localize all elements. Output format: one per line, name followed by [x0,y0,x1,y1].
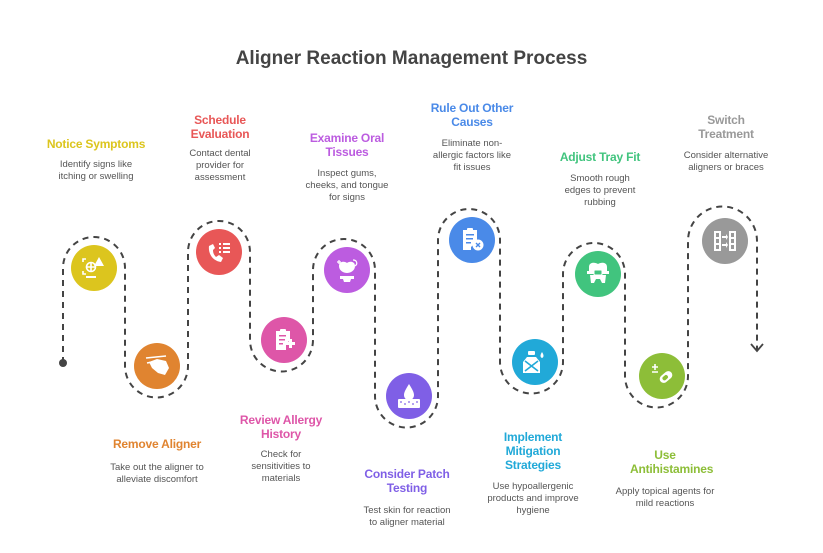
step-title: Switch Treatment [698,113,754,141]
step-title: Review Allergy History [239,413,323,441]
step-node-2 [134,343,180,389]
step-description: Eliminate non-allergic factors like fit … [432,138,512,173]
step-node-5 [324,247,370,293]
step-description: Identify signs like itching or swelling [58,159,134,182]
step-label-5: Examine Oral Tissues Inspect gums, cheek… [282,131,412,204]
step-label-6: Consider Patch Testing Test skin for rea… [342,467,472,529]
step-title: Remove Aligner [112,437,202,451]
step-title: Rule Out Other Causes [430,101,514,129]
step-title: Notice Symptoms [46,137,146,151]
step-label-11: Switch Treatment Consider alternative al… [661,113,791,174]
step-description: Inspect gums, cheeks, and tongue for sig… [305,168,389,203]
step-label-9: Adjust Tray Fit Smooth rough edges to pr… [535,150,665,209]
step-node-9 [575,251,621,297]
step-title: Examine Oral Tissues [309,131,385,159]
step-node-11 [702,218,748,264]
step-label-1: Notice Symptoms Identify signs like itch… [31,137,161,183]
start-dot [59,359,67,367]
step-label-8: Implement Mitigation Strategies Use hypo… [468,430,598,517]
step-node-10 [639,353,685,399]
step-label-4: Review Allergy History Check for sensiti… [216,413,346,485]
step-description: Check for sensitivities to materials [251,449,311,484]
step-node-4 [261,317,307,363]
step-description: Consider alternative aligners or braces [683,150,769,173]
step-label-7: Rule Out Other Causes Eliminate non-alle… [407,101,537,174]
step-node-1 [71,245,117,291]
step-node-8 [512,339,558,385]
hygiene-bottle-icon [523,351,544,373]
step-description: Take out the aligner to alleviate discom… [110,462,204,485]
tooth-inspect-icon [337,259,358,282]
pill-icon [652,364,673,383]
hand-remove-icon [145,355,169,375]
step-title: Implement Mitigation Strategies [503,430,563,472]
step-title: Use Antihistamines [630,448,714,476]
step-node-7 [449,217,495,263]
step-title: Schedule Evaluation [190,113,250,141]
step-description: Contact dental provider for assessment [189,148,251,183]
clipboard-plus-icon [276,329,295,350]
step-label-10: Use Antihistamines Apply topical agents … [600,448,730,510]
step-node-6 [386,373,432,419]
step-title: Consider Patch Testing [364,467,450,495]
step-description: Apply topical agents for mild reactions [615,486,715,509]
step-title: Adjust Tray Fit [559,150,641,164]
dashed-path [62,205,758,429]
step-label-3: Schedule Evaluation Contact dental provi… [155,113,285,184]
end-arrow-icon [750,343,764,353]
symptom-alert-icon [82,257,104,278]
tooth-braces-icon [587,262,609,283]
diagram-title: Aligner Reaction Management Process [235,48,588,69]
step-node-3 [196,229,242,275]
step-description: Test skin for reaction to aligner materi… [363,505,451,528]
step-description: Use hypoallergenic products and improve … [487,481,579,516]
step-description: Smooth rough edges to prevent rubbing [564,173,636,208]
switch-icon [714,231,736,251]
clipboard-x-icon [463,228,484,251]
step-label-2: Remove Aligner Take out the aligner to a… [92,437,222,486]
skin-drop-icon [398,384,420,408]
phone-list-icon [208,243,230,262]
